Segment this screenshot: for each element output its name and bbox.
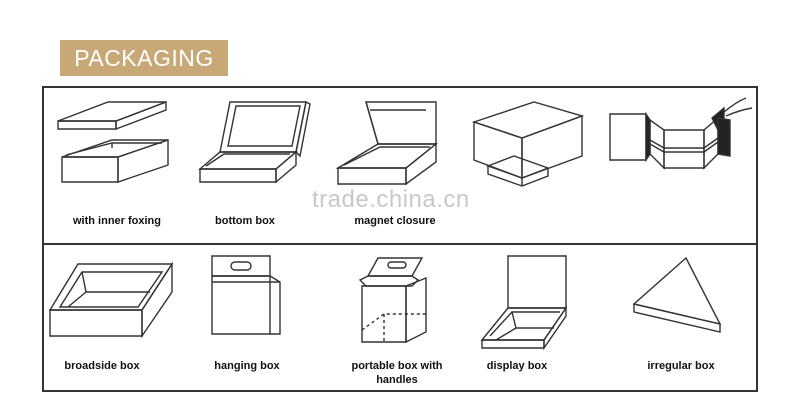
hanging-box-icon [211, 255, 281, 335]
row-divider [44, 243, 756, 245]
item-label: hanging box [214, 360, 280, 372]
item-label: bottom box [215, 215, 275, 227]
item-magnet-box: magnet closure [330, 96, 460, 236]
item-display-box: display box [452, 252, 582, 392]
item-lid-box: with inner foxing [52, 96, 182, 236]
item-hinged-box: bottom box [180, 96, 311, 236]
item-hanging-box: hanging box [182, 252, 312, 392]
item-tray-box: broadside box [44, 252, 174, 392]
item-label: display box [486, 360, 548, 372]
tray-box-icon [48, 261, 174, 339]
item-handle-box: portable box with handles [332, 252, 462, 392]
ribbon-box-icon [609, 97, 753, 170]
item-label: portable box with handles [351, 360, 443, 386]
item-label: irregular box [647, 360, 715, 372]
watermark: trade.china.cn [312, 186, 470, 213]
item-label: with inner foxing [73, 215, 161, 227]
magnet-box-icon [335, 101, 438, 186]
triangle-box-icon [632, 256, 722, 333]
hinged-box-icon [198, 100, 311, 184]
item-triangle-box: irregular box [616, 252, 746, 392]
display-box-icon [480, 255, 568, 351]
drawer-box-icon [471, 101, 585, 187]
item-label: magnet closure [354, 215, 436, 227]
packaging-header: PACKAGING [60, 40, 228, 76]
packaging-panel [42, 86, 758, 392]
lid-box-icon [57, 100, 169, 183]
item-label: broadside box [64, 360, 140, 372]
item-drawer-box [468, 96, 598, 236]
item-ribbon-box [606, 96, 753, 236]
handle-box-icon [358, 257, 427, 344]
